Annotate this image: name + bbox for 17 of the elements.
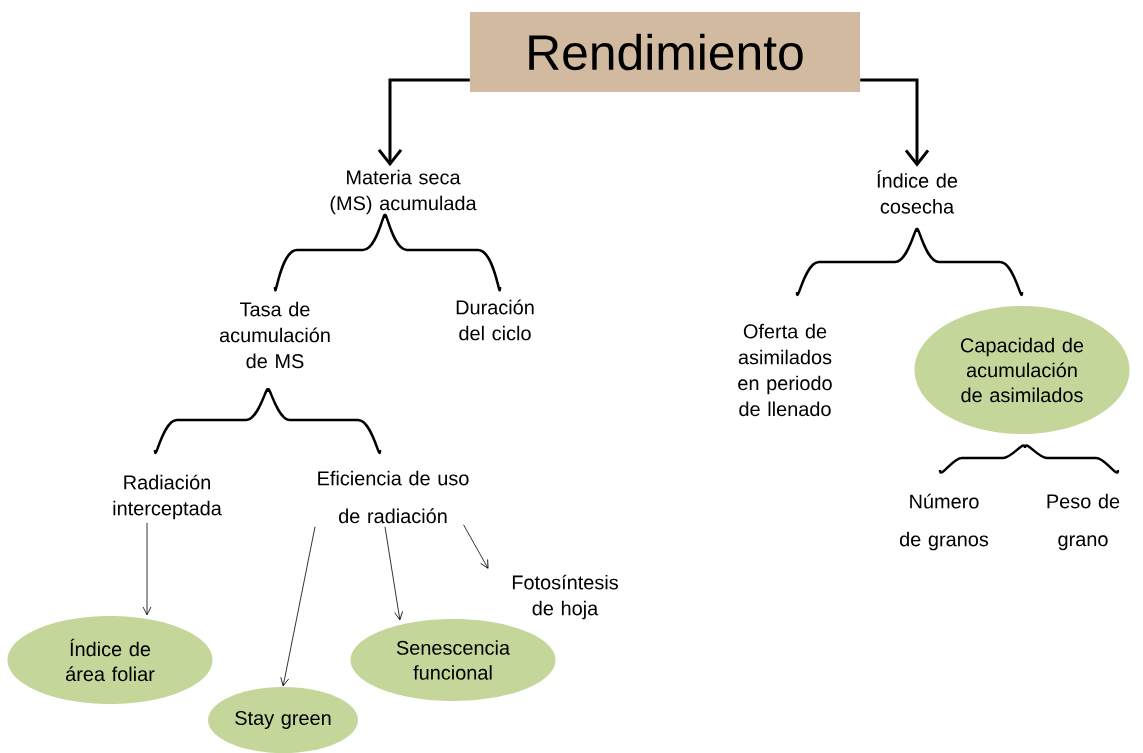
concept-text: Eficiencia de uso de radiación: [318, 470, 469, 524]
concept-text: Oferta de asimilados en periodo de llenado: [738, 323, 832, 417]
concept-text: Fotosíntesis de hoja: [512, 574, 618, 620]
concept-text: Radiación interceptada: [113, 474, 222, 520]
concept-text: Número de granos: [900, 493, 989, 551]
arrow: [142, 522, 152, 616]
concept-text: Materia seca (MS) acumulada: [330, 169, 477, 215]
concept-text: Índice de cosecha: [877, 170, 958, 214]
arrow: [377, 78, 470, 167]
arrow: [463, 524, 489, 569]
concept-text: Duración del ciclo: [456, 299, 534, 341]
arrow: [280, 526, 316, 687]
concept-text: Tasa de acumulación de MS: [219, 301, 330, 369]
arrow: [860, 78, 930, 167]
title-box: Rendimiento: [470, 12, 860, 92]
concept-text: Peso de grano: [1047, 493, 1120, 551]
arrow: [384, 526, 403, 621]
